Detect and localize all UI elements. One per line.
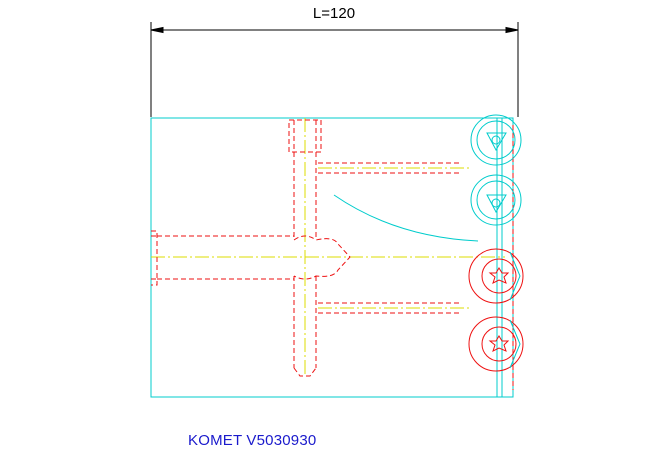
dimension-label: L=120 (313, 5, 355, 22)
chip-flute-curve (333, 194, 479, 242)
insert-upper-2 (470, 174, 522, 226)
vertical-bore-tip (293, 367, 317, 377)
insert-inner-circle (476, 180, 516, 220)
insert-upper-1 (470, 114, 522, 166)
tool-designation: KOMET V5030930 (188, 432, 317, 449)
dimension-annotation (150, 22, 519, 117)
hidden-bores (151, 119, 514, 390)
insert-triangle-icon (486, 194, 507, 214)
dimension-arrow-right (505, 26, 519, 34)
insert-inner-circle (481, 326, 517, 362)
insert-center-hole (491, 198, 501, 208)
dimension-arrow-left (150, 26, 164, 34)
insert-inner-circle (476, 120, 516, 160)
vertical-bore-head (288, 119, 322, 153)
insert-circle (468, 316, 524, 372)
insert-circle (470, 114, 522, 166)
insert-circle (470, 174, 522, 226)
insert-triangle-icon (486, 132, 507, 152)
insert-inner-circle (481, 258, 517, 294)
insert-circle (468, 248, 524, 304)
torx-screw-icon (488, 335, 510, 352)
insert-lower-2 (468, 316, 524, 372)
centerlines (151, 118, 505, 377)
bore-intersection (293, 235, 351, 280)
torx-screw-icon (488, 267, 510, 284)
insert-edge (509, 251, 521, 301)
insert-lower-1 (468, 248, 524, 304)
insert-center-hole (491, 135, 501, 145)
insert-edge (509, 319, 521, 369)
horizontal-bore-head (151, 230, 158, 286)
